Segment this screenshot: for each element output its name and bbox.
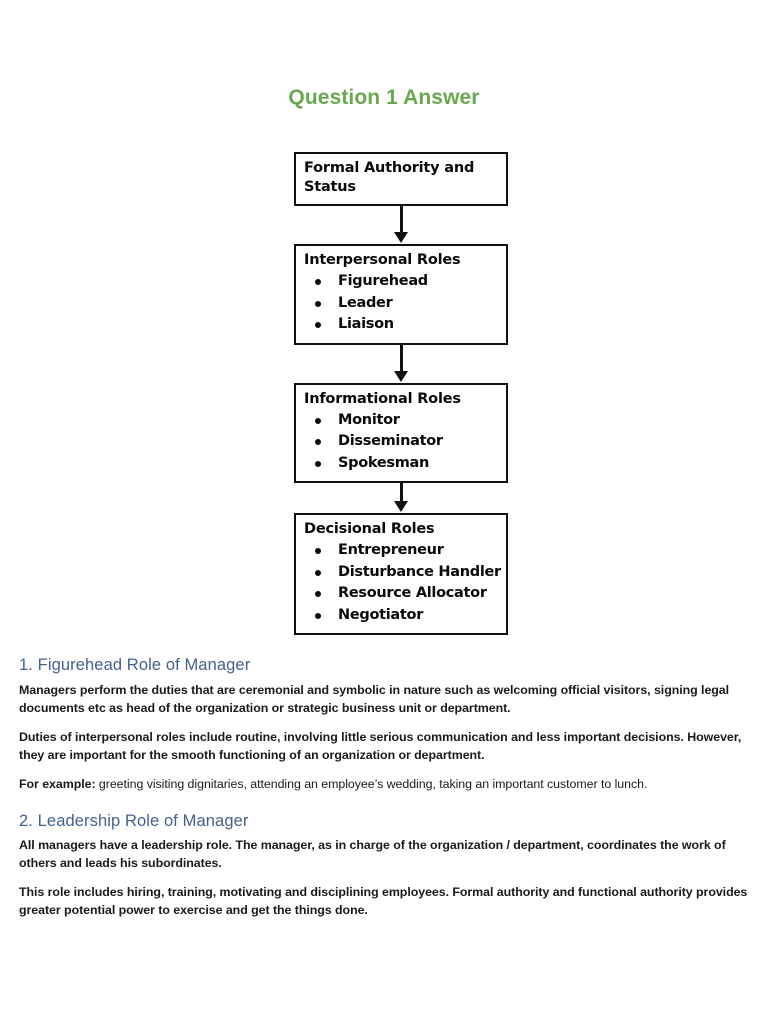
for-example-label: For example: — [19, 776, 96, 791]
arrow-head-icon — [394, 232, 408, 244]
diagram-box-title: Decisional Roles — [304, 521, 435, 538]
diagram-arrow-2 — [294, 344, 508, 383]
diagram-box-formal-authority: Formal Authority and Status — [294, 152, 508, 207]
paragraph: Managers perform the duties that are cer… — [19, 682, 730, 715]
list-item: Entrepreneur — [304, 540, 498, 561]
list-item: Leader — [304, 293, 498, 314]
paragraph: This role includes hiring, training, mot… — [19, 885, 748, 918]
diagram-box-title: Informational Roles — [304, 390, 461, 407]
section-heading-figurehead: 1. Figurehead Role of Manager — [19, 656, 251, 674]
managerial-roles-diagram: Formal Authority and Status Interpersona… — [294, 152, 508, 636]
diagram-box-list: Entrepreneur Disturbance Handler Resourc… — [304, 540, 501, 626]
list-item: Disseminator — [304, 431, 498, 452]
list-item: Negotiator — [304, 605, 498, 626]
arrow-shaft-icon — [399, 483, 403, 504]
list-item: Liaison — [304, 314, 498, 335]
page-title: Question 1 Answer — [288, 86, 480, 109]
diagram-box-decisional-roles: Decisional Roles Entrepreneur Disturbanc… — [294, 513, 508, 636]
diagram-box-list: Figurehead Leader Liaison — [304, 271, 498, 335]
diagram-box-list: Monitor Disseminator Spokesman — [304, 410, 498, 474]
paragraph: All managers have a leadership role. The… — [19, 838, 726, 871]
list-item: Resource Allocator — [304, 583, 498, 604]
diagram-arrow-1 — [294, 206, 508, 244]
diagram-box-title: Interpersonal Roles — [304, 252, 461, 269]
for-example-text: greeting visiting dignitaries, attending… — [95, 776, 648, 791]
article-content: 1. Figurehead Role of Manager Managers p… — [19, 655, 749, 920]
diagram-box-informational-roles: Informational Roles Monitor Disseminator… — [294, 382, 508, 484]
list-item: Disturbance Handler — [304, 562, 501, 583]
diagram-box-title: Formal Authority and Status — [304, 160, 475, 196]
paragraph: Duties of interpersonal roles include ro… — [19, 729, 742, 762]
list-item: Figurehead — [304, 271, 498, 292]
paragraph-for-example: For example: greeting visiting dignitari… — [19, 776, 749, 794]
arrow-shaft-icon — [399, 206, 403, 235]
arrow-head-icon — [394, 370, 408, 382]
diagram-arrow-3 — [294, 483, 508, 513]
list-item: Spokesman — [304, 453, 498, 474]
section-heading-leadership: 2. Leadership Role of Manager — [19, 811, 249, 830]
list-item: Monitor — [304, 410, 498, 431]
arrow-head-icon — [394, 501, 408, 513]
arrow-shaft-icon — [399, 344, 403, 373]
diagram-box-interpersonal-roles: Interpersonal Roles Figurehead Leader Li… — [294, 244, 508, 345]
